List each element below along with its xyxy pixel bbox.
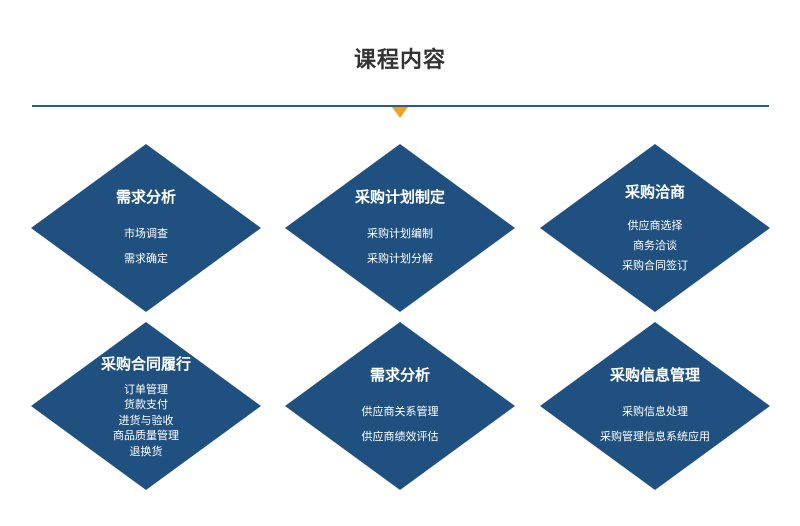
module-item: 采购管理信息系统应用: [600, 429, 710, 443]
module-card-procurement-planning: 采购计划制定 采购计划编制 采购计划分解: [285, 144, 515, 312]
diamond-shape: [540, 144, 770, 312]
module-card-contract-fulfillment: 采购合同履行 订单管理 货款支付 进货与验收 商品质量管理 退换货: [31, 322, 261, 490]
module-item: 商务洽谈: [633, 238, 677, 252]
module-card-demand-analysis: 需求分析 市场调查 需求确定: [31, 144, 261, 312]
page-title: 课程内容: [353, 48, 446, 73]
module-item: 订单管理: [124, 382, 168, 396]
diamond-shape: [285, 322, 515, 490]
module-item: 供应商选择: [627, 218, 683, 232]
module-card-supplier-management: 需求分析 供应商关系管理 供应商绩效评估: [285, 322, 515, 490]
module-title: 采购计划制定: [354, 187, 445, 206]
module-item: 采购计划编制: [367, 226, 433, 240]
module-item: 退换货: [129, 444, 163, 458]
module-item: 商品质量管理: [113, 429, 179, 443]
module-title: 需求分析: [115, 187, 176, 206]
module-card-information-management: 采购信息管理 采购信息处理 采购管理信息系统应用: [540, 322, 770, 490]
module-item: 需求确定: [124, 251, 168, 265]
divider-arrow-icon: [392, 107, 408, 118]
diamond-shape: [31, 322, 261, 490]
module-title: 采购信息管理: [609, 365, 700, 384]
module-item: 采购合同签订: [622, 258, 688, 272]
module-item: 供应商绩效评估: [361, 429, 439, 443]
module-item: 市场调查: [124, 226, 168, 240]
diamond-shape: [31, 144, 261, 312]
module-item: 采购信息处理: [622, 404, 688, 418]
diamond-shape: [285, 144, 515, 312]
diamond-shape: [540, 322, 770, 490]
module-item: 供应商关系管理: [361, 404, 439, 418]
module-card-procurement-negotiation: 采购洽商 供应商选择 商务洽谈 采购合同签订: [540, 144, 770, 312]
title-divider: [32, 105, 769, 107]
module-item: 进货与验收: [118, 413, 174, 427]
module-title: 需求分析: [369, 365, 430, 384]
module-title: 采购洽商: [624, 182, 685, 201]
module-item: 货款支付: [124, 398, 168, 412]
module-item: 采购计划分解: [367, 251, 433, 265]
module-title: 采购合同履行: [100, 354, 191, 373]
